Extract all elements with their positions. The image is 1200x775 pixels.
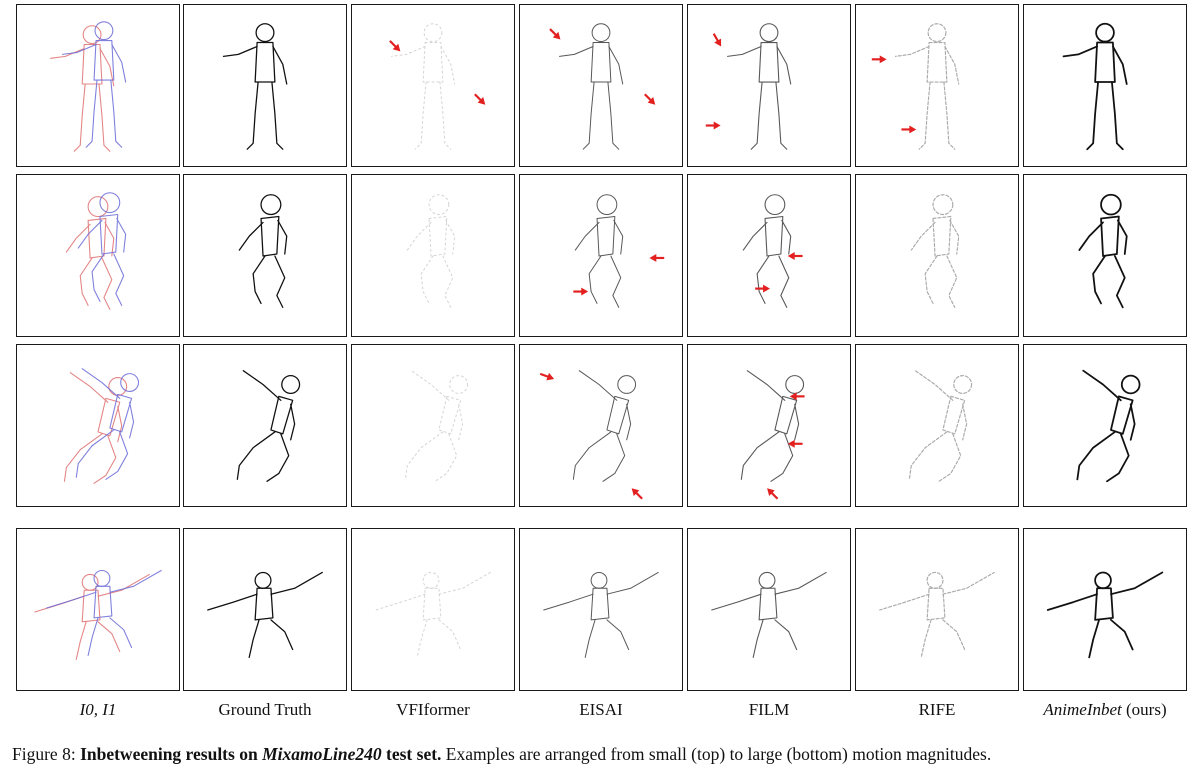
column-label-text: RIFE — [918, 700, 956, 719]
column-label-5: FILM — [687, 700, 851, 720]
line-drawing — [908, 370, 973, 482]
line-drawing — [236, 370, 301, 482]
image-cell-r3-c2 — [183, 344, 347, 507]
line-drawing — [711, 571, 827, 658]
red-arrow-icon — [787, 439, 803, 448]
overlay-frame-1 — [61, 21, 127, 148]
red-arrow-icon — [644, 93, 656, 105]
image-cell-r2-c7 — [1023, 174, 1187, 337]
image-cell-r1-c3 — [351, 4, 515, 167]
line-drawing — [222, 23, 288, 150]
red-arrow-icon — [649, 254, 665, 262]
column-label-text: EISAI — [579, 700, 623, 719]
image-cell-r2-c3 — [351, 174, 515, 337]
red-arrow-icon — [712, 33, 722, 47]
red-arrow-icon — [871, 55, 887, 64]
column-label-suffix: (ours) — [1126, 700, 1167, 719]
line-drawing — [742, 194, 792, 308]
red-arrow-icon — [389, 40, 401, 52]
image-cell-r4-c4 — [519, 528, 683, 691]
red-arrow-icon — [474, 93, 486, 105]
image-cell-r3-c6 — [855, 344, 1019, 507]
line-drawing — [1078, 193, 1128, 309]
red-arrow-icon — [787, 252, 803, 260]
image-cell-r2-c2 — [183, 174, 347, 337]
line-drawing — [894, 23, 960, 150]
image-cell-r2-c4 — [519, 174, 683, 337]
red-arrow-icon — [767, 488, 779, 500]
image-cell-r1-c5 — [687, 4, 851, 167]
column-label-text: Ground Truth — [218, 700, 312, 719]
overlay-frame-0 — [63, 372, 128, 484]
column-label-4: EISAI — [519, 700, 683, 720]
image-cell-r1-c1 — [16, 4, 180, 167]
line-drawing — [391, 23, 456, 150]
image-cell-r4-c3 — [351, 528, 515, 691]
image-cell-r4-c5 — [687, 528, 851, 691]
overlay-frame-0 — [50, 25, 115, 152]
caption-bold-2: test set. — [381, 744, 442, 764]
line-drawing — [574, 194, 624, 308]
line-drawing — [572, 370, 637, 482]
line-drawing — [1076, 369, 1141, 483]
image-cell-r4-c1 — [16, 528, 180, 691]
image-cell-r3-c7 — [1023, 344, 1187, 507]
overlay-frame-0 — [65, 196, 115, 310]
line-drawing — [207, 571, 323, 659]
image-cell-r4-c7 — [1023, 528, 1187, 691]
image-cell-r2-c1 — [16, 174, 180, 337]
image-cell-r1-c4 — [519, 4, 683, 167]
red-arrow-icon — [539, 372, 555, 381]
line-drawing — [910, 194, 960, 308]
column-label-6: RIFE — [855, 700, 1019, 720]
red-arrow-icon — [549, 28, 561, 40]
line-drawing — [375, 571, 491, 658]
column-label-text: VFIformer — [396, 700, 470, 719]
line-drawing — [1046, 571, 1164, 659]
line-drawing — [559, 23, 624, 150]
column-label-7: AnimeInbet (ours) — [1023, 700, 1187, 720]
column-label-text: FILM — [748, 700, 790, 719]
column-label-1: I0, I1 — [16, 700, 180, 720]
overlay-frame-1 — [75, 368, 140, 480]
image-cell-r2-c6 — [855, 174, 1019, 337]
line-drawing — [404, 370, 469, 482]
red-arrow-icon — [755, 284, 770, 293]
overlay-frame-1 — [77, 192, 127, 306]
red-arrow-icon — [573, 287, 589, 296]
image-cell-r2-c5 — [687, 174, 851, 337]
overlay-frame-1 — [46, 569, 162, 656]
column-label-2: Ground Truth — [183, 700, 347, 720]
caption-rest: Examples are arranged from small (top) t… — [441, 744, 992, 764]
line-drawing — [543, 571, 659, 658]
line-drawing — [1062, 22, 1128, 151]
line-drawing — [406, 194, 456, 308]
column-label-text: I0, I1 — [79, 700, 117, 719]
red-arrow-icon — [901, 125, 917, 134]
image-cell-r3-c5 — [687, 344, 851, 507]
caption-dataset-name: MixamoLine240 — [262, 744, 382, 764]
line-drawing — [726, 23, 792, 150]
line-drawing — [238, 194, 288, 308]
caption-prefix: Figure 8: — [12, 744, 81, 764]
red-arrow-icon — [705, 121, 721, 130]
image-cell-r3-c1 — [16, 344, 180, 507]
line-drawing — [740, 370, 805, 482]
line-drawing — [879, 571, 995, 658]
image-cell-r1-c2 — [183, 4, 347, 167]
figure-caption: Figure 8: Inbetweening results on Mixamo… — [12, 744, 1196, 765]
image-cell-r1-c7 — [1023, 4, 1187, 167]
image-cell-r1-c6 — [855, 4, 1019, 167]
image-cell-r4-c2 — [183, 528, 347, 691]
image-cell-r3-c4 — [519, 344, 683, 507]
red-arrow-icon — [631, 488, 643, 500]
figure-grid — [16, 4, 1192, 696]
caption-bold-1: Inbetweening results on — [80, 744, 263, 764]
image-cell-r4-c6 — [855, 528, 1019, 691]
column-label-text: AnimeInbet — [1043, 700, 1122, 719]
image-cell-r3-c3 — [351, 344, 515, 507]
column-label-3: VFIformer — [351, 700, 515, 720]
red-arrow-icon — [789, 392, 805, 401]
